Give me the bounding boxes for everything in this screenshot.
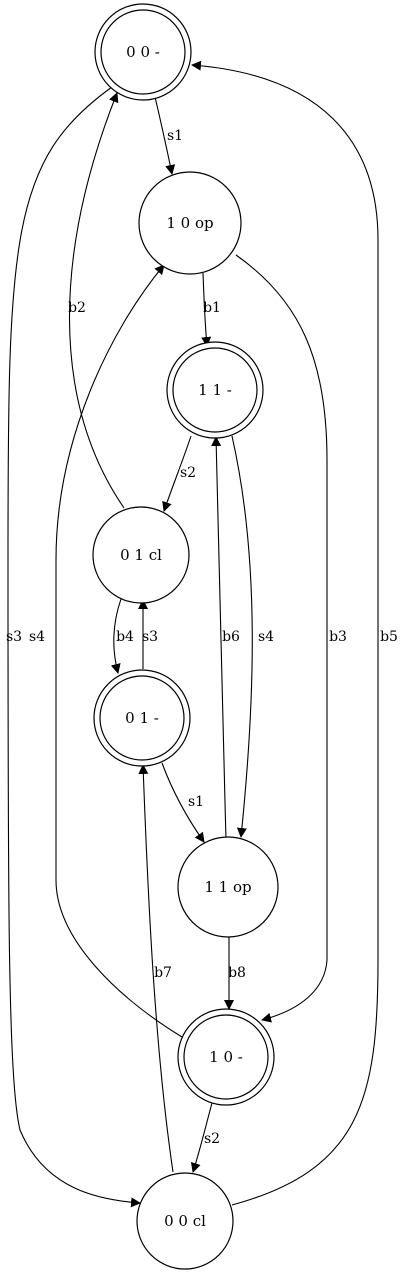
state-label-00cl: 0 0 cl (164, 1212, 206, 1230)
nodes: 0 0 - 1 0 op 1 1 - 0 1 cl 0 1 - 1 1 op (92, 3, 279, 1270)
edge-label-n01cl-to-n01: b4 (116, 629, 134, 645)
edge-label-n10-to-n10op: s4 (29, 629, 45, 645)
state-node-00[interactable]: 0 0 - (94, 3, 192, 101)
edge-n00cl-to-n00 (191, 60, 379, 1206)
edge-n10op-to-n11 (201, 272, 212, 347)
state-label-10: 1 0 - (209, 1048, 243, 1066)
edge-label-n10-to-n00cl: s2 (204, 1131, 220, 1147)
edge-label-n11-to-n01cl: s2 (180, 465, 196, 481)
edge-n01cl-to-n01 (110, 598, 122, 674)
state-label-10op: 1 0 op (166, 214, 213, 232)
state-node-11op[interactable]: 1 1 op (177, 836, 279, 938)
state-label-11op: 1 1 op (204, 878, 251, 896)
edge-label-n01-to-n01cl: s3 (142, 629, 158, 645)
edge-label-n10op-to-n11: b1 (203, 300, 221, 316)
state-node-10op[interactable]: 1 0 op (138, 171, 242, 275)
state-label-01: 0 1 - (125, 709, 159, 727)
state-node-01cl[interactable]: 0 1 cl (92, 506, 190, 604)
edge-label-n00-to-n00cl: s3 (6, 629, 22, 645)
edge-n10-to-n00cl (190, 1102, 213, 1173)
edge-labels: s1 s3 b1 b3 s2 s4 b2 b4 s3 s1 b6 b8 s4 s… (6, 128, 398, 1147)
edge-n00cl-to-n01 (138, 764, 174, 1173)
edges (7, 60, 379, 1208)
state-label-11: 1 1 - (198, 381, 232, 399)
edge-n01-to-n11op (161, 762, 205, 843)
edge-n00-to-n00cl (7, 86, 141, 1208)
edge-label-n00cl-to-n00: b5 (380, 629, 398, 645)
state-node-01[interactable]: 0 1 - (93, 669, 191, 767)
state-node-11[interactable]: 1 1 - (166, 341, 264, 439)
edge-label-n00cl-to-n01: b7 (154, 965, 172, 981)
edge-label-n11op-to-n11: b6 (222, 629, 240, 645)
edge-label-n11op-to-n10: b8 (228, 965, 246, 981)
edge-n10op-to-n10 (235, 254, 328, 1023)
edge-n01cl-to-n00 (68, 92, 125, 509)
edge-n11-to-n01cl (162, 435, 192, 512)
state-label-00: 0 0 - (126, 43, 160, 61)
edge-n11-to-n11op (231, 435, 253, 838)
edge-label-n01-to-n11op: s1 (188, 794, 204, 810)
edge-n00-to-n10op (154, 96, 176, 175)
edge-label-n11-to-n11op: s4 (258, 629, 274, 645)
edge-label-n00-to-n10op: s1 (167, 128, 183, 144)
edge-label-n01cl-to-n00: b2 (68, 300, 86, 316)
state-label-01cl: 0 1 cl (120, 546, 162, 564)
state-node-10[interactable]: 1 0 - (177, 1008, 275, 1106)
state-node-00cl[interactable]: 0 0 cl (136, 1172, 234, 1270)
edge-label-n10op-to-n10: b3 (329, 629, 347, 645)
edge-n10-to-n10op (55, 264, 188, 1041)
